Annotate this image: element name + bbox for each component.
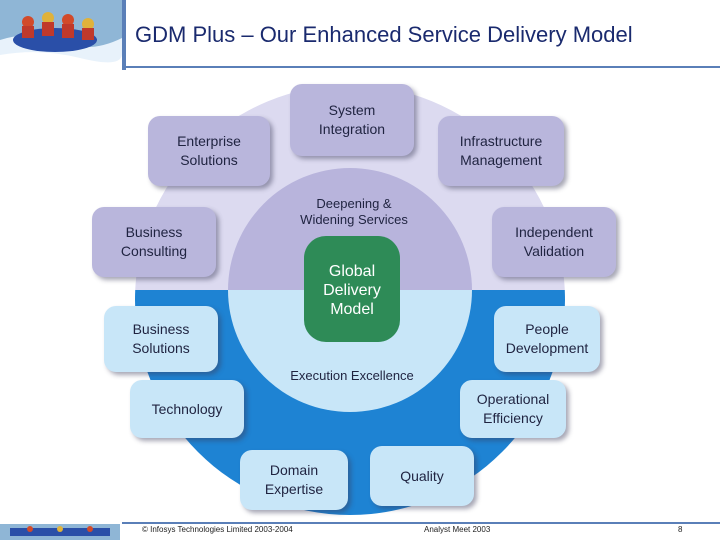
header-underline: [126, 66, 720, 68]
lower-inner-band: [228, 290, 472, 412]
footer-rule: [122, 522, 720, 524]
footer-event: Analyst Meet 2003: [424, 525, 491, 534]
box-enterprise-solutions: Enterprise Solutions: [148, 116, 270, 186]
box-operational-efficiency: Operational Efficiency: [460, 380, 566, 438]
footer-copyright: © Infosys Technologies Limited 2003-2004: [142, 525, 293, 534]
page-title: GDM Plus – Our Enhanced Service Delivery…: [135, 22, 633, 47]
footer-photo: [0, 524, 120, 540]
box-system-integration: System Integration: [290, 84, 414, 156]
footer-page-number: 8: [678, 525, 683, 534]
box-infrastructure-management: Infrastructure Management: [438, 116, 564, 186]
header-photo: [0, 0, 122, 70]
box-business-consulting: Business Consulting: [92, 207, 216, 277]
upper-inner-band: [228, 168, 472, 290]
box-quality: Quality: [370, 446, 474, 506]
header-vertical-rule: [122, 0, 126, 70]
box-independent-validation: Independent Validation: [492, 207, 616, 277]
core-label: Global Delivery Model: [323, 263, 381, 318]
box-people-development: People Development: [494, 306, 600, 372]
lower-band-label: Execution Excellence: [290, 368, 414, 383]
box-domain-expertise: Domain Expertise: [240, 450, 348, 510]
global-delivery-model-core: [304, 236, 400, 342]
box-technology: Technology: [130, 380, 244, 438]
box-business-solutions: Business Solutions: [104, 306, 218, 372]
upper-band-label: Deepening & Widening Services: [300, 196, 408, 227]
